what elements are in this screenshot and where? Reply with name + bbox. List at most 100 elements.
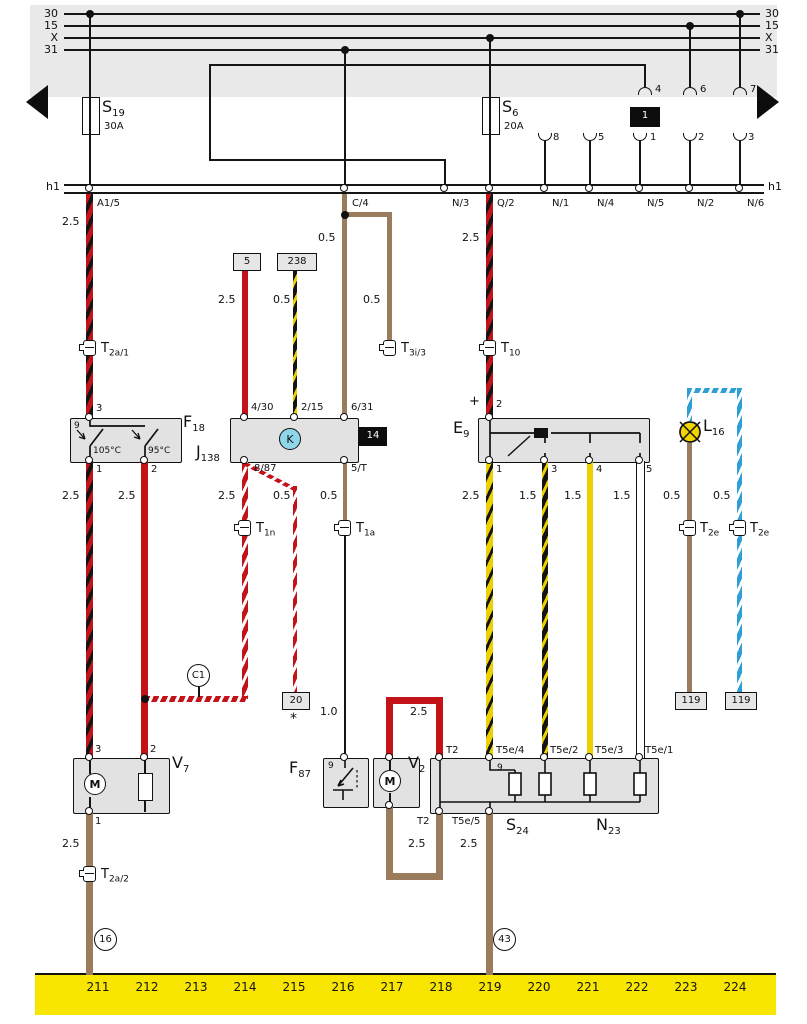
component-e9	[478, 418, 650, 463]
v7-pin-1	[85, 807, 93, 815]
l16-lamp-icon	[679, 421, 701, 443]
stub-n5	[639, 141, 641, 186]
plug-5-label: 5	[598, 132, 605, 143]
connector-box-1: 1	[630, 107, 660, 127]
wire-l16-up	[687, 388, 692, 421]
v7-resistor-icon	[138, 773, 153, 801]
route-h160	[209, 159, 446, 161]
feed-c4	[344, 49, 346, 186]
h1-rail-lower	[64, 192, 764, 194]
code-box-5: 5	[233, 253, 261, 271]
box20-asterisk: *	[290, 711, 297, 727]
h1-term-q2	[485, 184, 493, 192]
gauge-e9p5: 1.5	[613, 489, 631, 502]
nbox-t5e1-label: T5e/1	[645, 745, 674, 756]
f18-pin-1	[85, 456, 93, 464]
bus-label-x-right: X	[765, 31, 773, 44]
bus-label-15-right: 15	[765, 19, 779, 32]
connector-t2a1	[79, 340, 96, 356]
h1-term-n4-label: N/4	[597, 198, 615, 209]
wire-v2-top-h	[386, 697, 443, 704]
gauge-f18p1: 2.5	[62, 489, 80, 502]
wire-887-box20	[293, 486, 297, 693]
wire-t5e5-ground	[486, 812, 493, 975]
v2-label: V2	[408, 753, 426, 776]
connector-t2e-right	[729, 520, 746, 536]
connector-t1a	[334, 520, 351, 536]
route-v645	[644, 64, 646, 87]
bus-label-31-left: 31	[44, 43, 58, 56]
gauge-t1a-low: 1.0	[320, 705, 338, 718]
wire-branch-t3i-v	[387, 212, 392, 342]
e9-pin2-label: 2	[496, 399, 503, 410]
f18-label: F18	[183, 412, 205, 435]
track-strip	[35, 973, 776, 1015]
plug-7-icon	[733, 87, 747, 95]
nbox-pin-t5e1	[635, 753, 643, 761]
bus-label-31-right: 31	[765, 43, 779, 56]
v7-pin2-label: 2	[150, 744, 157, 755]
j138-pin-631-label: 6/31	[351, 402, 374, 413]
connector-t1n-label: T1n	[256, 521, 276, 539]
wire-v2-gnd-v2	[436, 812, 443, 880]
e9-switch-symbol	[489, 418, 641, 461]
v7-inner-line3	[144, 758, 146, 773]
h1-term-n3	[440, 184, 448, 192]
h1-term-n2	[685, 184, 693, 192]
nbox-t5e4-label: T5e/4	[496, 745, 525, 756]
plug-4-icon	[638, 87, 652, 95]
f18-switch-symbol	[76, 419, 159, 461]
nbox-pin-t5e4	[485, 753, 493, 761]
plug-6-label: 6	[700, 84, 707, 95]
h1-term-a15-label: A1/5	[97, 198, 120, 209]
gauge-v2-top: 2.5	[410, 705, 428, 718]
track-222: 222	[625, 980, 649, 994]
nbox-pin-t5e5	[485, 807, 493, 815]
f18-mark: 9	[74, 421, 80, 431]
plug-4-label: 4	[655, 84, 662, 95]
connector-t1n	[234, 520, 251, 536]
connector-t2e-left	[679, 520, 696, 536]
harness-arrow-right-icon	[757, 85, 779, 119]
v7-pin-3	[85, 753, 93, 761]
ground-circle-16: 16	[94, 928, 117, 951]
wire-v2-gnd-h	[386, 873, 443, 880]
harness-arrow-left-icon	[26, 85, 48, 119]
wire-t1a-f87	[344, 534, 346, 758]
n23-label: N23	[596, 815, 621, 838]
gauge-a15: 2.5	[62, 215, 80, 228]
j138-pin-430-label: 4/30	[251, 402, 274, 413]
feed-s6	[489, 37, 491, 186]
gauge-l16-right: 0.5	[713, 489, 731, 502]
j138-pin-631	[340, 413, 348, 421]
e9-label: E9	[453, 418, 470, 441]
f18-pin1-label: 1	[96, 464, 103, 475]
s24-label: S24	[506, 815, 529, 838]
v7-motor-icon: M	[84, 773, 106, 795]
bus-line-31	[64, 49, 760, 51]
bus-label-30-right: 30	[765, 7, 779, 20]
s24-pin9-label: 9	[497, 763, 503, 773]
feed-s19	[89, 13, 91, 186]
code-box-119-left: 119	[675, 692, 707, 710]
gauge-q2: 2.5	[462, 231, 480, 244]
v7-label: V7	[172, 753, 190, 776]
nbox-pin-t5e3	[585, 753, 593, 761]
wire-c4-j138	[342, 194, 347, 418]
connector-t3i3	[379, 340, 396, 356]
f18-pin3-label: 3	[96, 403, 103, 414]
h1-term-n1-label: N/1	[552, 198, 570, 209]
stub-n4	[589, 141, 591, 186]
f18-pin-3	[85, 413, 93, 421]
v2-inner-line2	[389, 793, 391, 806]
e9-pin-3	[540, 456, 548, 464]
j138-relay-k-icon: K	[279, 428, 301, 450]
connector-t2a1-label: T2a/1	[101, 341, 129, 359]
connector-t10	[479, 340, 496, 356]
bus-band	[30, 5, 777, 97]
wire-branch-t3i-h	[345, 212, 390, 217]
gauge-f18p2: 2.5	[118, 489, 136, 502]
feed-conn7	[739, 13, 741, 87]
h1-term-c4-label: C/4	[352, 198, 369, 209]
